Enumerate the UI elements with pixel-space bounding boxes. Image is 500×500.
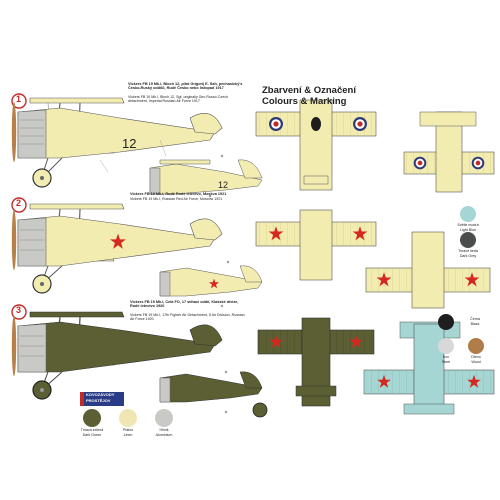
swatch-steel-cz: Kov [442,355,450,359]
profile-2-caption-cz: Vickers FB 19 Mk.I, Rudé Rudé letectvo, … [130,192,227,196]
plan-3-top-view [257,317,375,407]
swatch-light-blue-en: Light Blue [460,228,476,232]
swatch-linen-en: Linen [123,433,133,437]
plan-2-top-view [255,209,377,281]
swatches-bottom [83,409,173,427]
profile-2-small-side-view [159,265,263,297]
swatch-dark-grey-en: Dark Grey [459,254,477,258]
swatch-wood-en: Wood [471,360,481,364]
profile-3-side-view [11,304,223,400]
profile-1-caption-en: Vickers FB 19 Mk.I, Bloch 12, Sgt. origi… [128,95,229,103]
swatch-aluminium-cz: Hliník [159,428,169,432]
plan-1-top-view [255,99,377,191]
profile-1-caption-cz: Vickers FB 19 Mk.I, Bloch 12, pilot Grig… [128,82,243,90]
profile-2-index: 2 [16,198,22,208]
brand-line1: KOVOZÁVODY [86,392,115,397]
swatches-right [438,206,484,354]
callout-markers [208,154,230,414]
profile-2-caption-en: Vickers FB 19 Mk.I, Russian Red Air Forc… [130,197,223,201]
profile-3-caption-en: Vickers FB 19 Mk.I, 17th Fighter Air Det… [130,313,245,321]
brand-line2: PROSTĚJOV [86,398,111,403]
swatch-linen-cz: Plátno [122,428,134,432]
swatch-black-cz: Černá [470,317,480,321]
swatch-aluminium-en: Aluminium [155,433,173,437]
profile-1-index: 1 [16,94,22,104]
profile-3-small-side-view [159,371,268,418]
swatch-wood-cz: Dřevo [471,355,481,359]
swatch-dark-grey-cz: Tmavě šedá [458,249,478,253]
plan-3-bottom-view [363,321,495,415]
profile-1-side-view: 12 [11,93,223,188]
brand-logo [80,392,124,406]
header-title-en: Colours & Marking [262,96,347,107]
swatch-dark-green-en: Dark Green [82,433,102,437]
profile-2-side-view [11,197,223,294]
swatch-dark-green-cz: Tmavá zelená [80,428,104,432]
svg-text:12: 12 [218,180,228,190]
swatch-light-blue-cz: Světle modrá [457,223,479,227]
header-title-cz: Zbarvení & Označení [262,85,356,96]
profile-1-fuselage-code: 12 [122,136,136,151]
swatch-black-en: Black [470,322,480,326]
profile-3-index: 3 [16,305,22,315]
profile-1-small-side-view: 12 [149,159,263,195]
profile-3-caption-cz: Vickers FB 19 Mk.I, Cela FO, 17 stíhací … [130,300,239,308]
plan-2-bottom-view [365,231,491,309]
swatch-steel-en: Steel [441,360,451,364]
plan-1-bottom-view [403,111,495,193]
